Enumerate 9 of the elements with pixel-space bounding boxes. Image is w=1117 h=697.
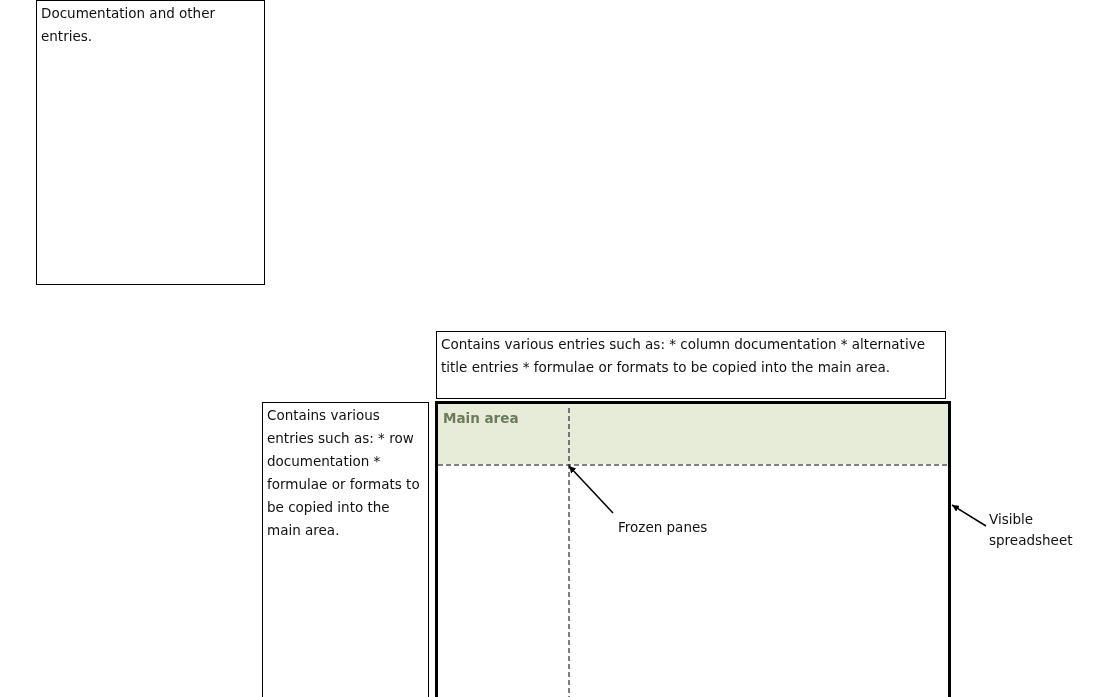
note-box: Contains various entries such as: * column documentation * alternative title entries * formulae or formats to be copied into the main area.: [436, 331, 946, 399]
callout-label: Frozen panes: [618, 517, 728, 538]
callout-label: Visible spreadsheet: [989, 509, 1099, 551]
note-box: Contains various entries such as: * row documentation * formulae or formats to be copied into the main area.: [262, 402, 429, 697]
leader-line: [951, 504, 987, 527]
note-box: Documentation and other entries.: [36, 0, 265, 285]
spreadsheet-frame: [435, 401, 951, 697]
leader-line: [568, 465, 614, 514]
area-title: Main area: [443, 410, 519, 426]
